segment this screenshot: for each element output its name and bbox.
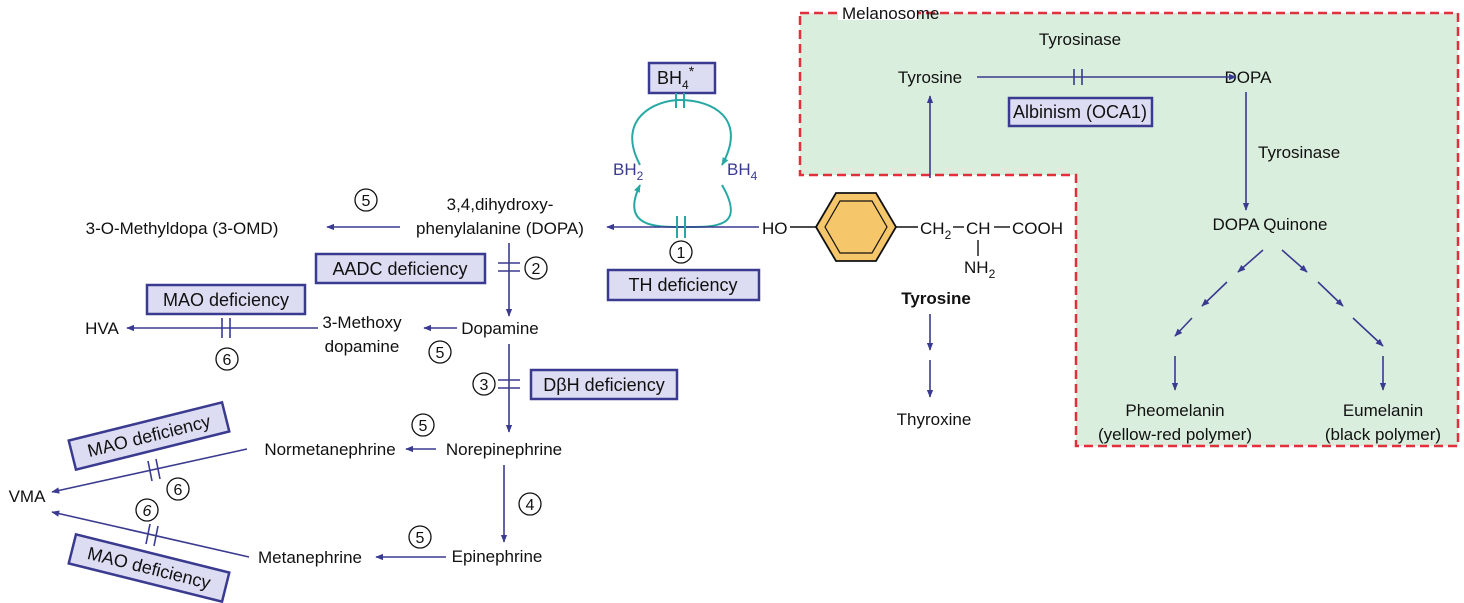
nh2-label: NH2 bbox=[964, 258, 996, 281]
step-6-number-hva: 6 bbox=[223, 352, 232, 369]
melanosome-dopa-label: DOPA bbox=[1225, 68, 1273, 87]
step-5-circle-methoxy bbox=[428, 340, 452, 364]
cooh-label: COOH bbox=[1012, 219, 1063, 238]
epinephrine-label: Epinephrine bbox=[452, 547, 543, 566]
methoxydopamine-label-line1: 3-Methoxy bbox=[322, 313, 402, 332]
dbh-deficiency-label: DβH deficiency bbox=[543, 375, 664, 395]
step-4-circle bbox=[518, 492, 542, 516]
pheomelanin-path-dash-1 bbox=[1237, 249, 1264, 273]
eumelanin-path-dash-1 bbox=[1281, 249, 1308, 273]
step-2-circle bbox=[524, 256, 548, 280]
tyrosinase-label-side: Tyrosinase bbox=[1258, 143, 1340, 162]
mao-deficiency-box-hva bbox=[145, 283, 307, 316]
tyrosine-name: Tyrosine bbox=[901, 289, 971, 308]
thyroxine-label: Thyroxine bbox=[897, 410, 972, 429]
bh4-star-box bbox=[647, 61, 717, 95]
benzene-ring bbox=[814, 192, 898, 262]
step-1-number: 1 bbox=[677, 245, 686, 262]
ch-label: CH bbox=[966, 219, 991, 238]
dopa-label-line1: 3,4,dihydroxy- bbox=[447, 195, 554, 214]
eumelanin-path-dash-2 bbox=[1317, 281, 1344, 307]
eumelanin-label: Eumelanin bbox=[1343, 401, 1423, 420]
step-6-number-met: 6 bbox=[143, 503, 152, 520]
step-6-number-normet: 6 bbox=[174, 482, 183, 499]
step-3-number: 3 bbox=[480, 377, 489, 394]
metanephrine-to-vma-arrow bbox=[51, 510, 250, 558]
step-5-number-3omd: 5 bbox=[362, 193, 371, 210]
dopa-label-line2: phenylalanine (DOPA) bbox=[416, 219, 584, 238]
melanosome-tyrosine-label: Tyrosine bbox=[898, 68, 962, 87]
step-1-circle bbox=[669, 240, 693, 264]
step-5-number-met: 5 bbox=[416, 530, 425, 547]
metanephrine-label: Metanephrine bbox=[258, 548, 362, 567]
bh4-star-label: BH4* bbox=[657, 63, 695, 92]
dopa-quinone-label: DOPA Quinone bbox=[1213, 215, 1328, 234]
benzene-ring-inner bbox=[824, 200, 888, 254]
aadc-deficiency-label: AADC deficiency bbox=[332, 259, 467, 279]
mao-deficiency-box-met bbox=[67, 532, 231, 603]
methoxydopamine-label-line2: dopamine bbox=[325, 337, 400, 356]
aadc-deficiency-box bbox=[314, 252, 487, 285]
step-3-circle bbox=[472, 372, 496, 396]
step-5-number-normet: 5 bbox=[419, 418, 428, 435]
bh4-cofactor-cycle: BH4* BH2 BH4 bbox=[613, 61, 758, 229]
normetanephrine-label: Normetanephrine bbox=[264, 440, 395, 459]
mao-met-block-mark-1 bbox=[145, 523, 151, 545]
step-2-number: 2 bbox=[532, 261, 541, 278]
albinism-label: Albinism (OCA1) bbox=[1013, 102, 1147, 122]
eumelanin-path-dash-3 bbox=[1352, 317, 1384, 347]
step-5-number-methoxy: 5 bbox=[436, 345, 445, 362]
cofactor-cycle-top-arc bbox=[631, 98, 732, 166]
step-5-circle-normet bbox=[411, 413, 435, 437]
tyrosine-structure: HO CH2 CH COOH NH2 Tyrosine Thyroxine bbox=[762, 95, 1063, 429]
tyrosinase-label-top: Tyrosinase bbox=[1039, 30, 1121, 49]
melanosome-label: Melanosome bbox=[842, 4, 939, 23]
melanosome-compartment bbox=[798, 11, 1460, 448]
hva-label: HVA bbox=[85, 319, 119, 338]
melanosome-region: Melanosome Tyrosinase Tyrosine DOPA Albi… bbox=[798, 4, 1460, 448]
catecholamine-pathway: 1 TH deficiency 3,4,dihydroxy- phenylala… bbox=[9, 188, 761, 603]
pheomelanin-path-dash-3 bbox=[1174, 317, 1193, 337]
th-deficiency-box bbox=[606, 268, 761, 302]
th-deficiency-label: TH deficiency bbox=[628, 275, 737, 295]
hydroxyl-label: HO bbox=[762, 219, 788, 238]
dopamine-label: Dopamine bbox=[461, 319, 539, 338]
cofactor-cycle-bottom-arc bbox=[633, 184, 732, 229]
pheomelanin-label: Pheomelanin bbox=[1125, 401, 1224, 420]
eumelanin-sublabel: (black polymer) bbox=[1325, 425, 1441, 444]
step-5-circle-3omd bbox=[354, 188, 378, 212]
mao-deficiency-box-normet bbox=[67, 400, 231, 472]
three-omd-label: 3-O-Methyldopa (3-OMD) bbox=[86, 219, 279, 238]
step-6-circle-normet bbox=[166, 477, 190, 501]
step-4-number: 4 bbox=[526, 497, 535, 514]
step-6-circle-hva bbox=[215, 347, 239, 371]
albinism-box bbox=[1007, 96, 1154, 128]
mao-met-block-mark-2 bbox=[153, 525, 159, 547]
step-6-circle-met bbox=[135, 498, 159, 522]
bh4-label: BH4 bbox=[727, 160, 758, 183]
step-5-circle-met bbox=[408, 525, 432, 549]
mao-deficiency-label-hva: MAO deficiency bbox=[163, 290, 289, 310]
dbh-deficiency-box bbox=[529, 368, 679, 401]
mao-normet-block-mark-1 bbox=[147, 460, 153, 482]
mao-normet-block-mark-2 bbox=[155, 458, 161, 480]
pheomelanin-path-dash-2 bbox=[1201, 281, 1228, 307]
pheomelanin-sublabel: (yellow-red polymer) bbox=[1098, 425, 1252, 444]
bh2-label: BH2 bbox=[613, 160, 644, 183]
norepinephrine-label: Norepinephrine bbox=[446, 440, 562, 459]
ch2-label: CH2 bbox=[920, 219, 952, 242]
vma-label: VMA bbox=[9, 487, 47, 506]
